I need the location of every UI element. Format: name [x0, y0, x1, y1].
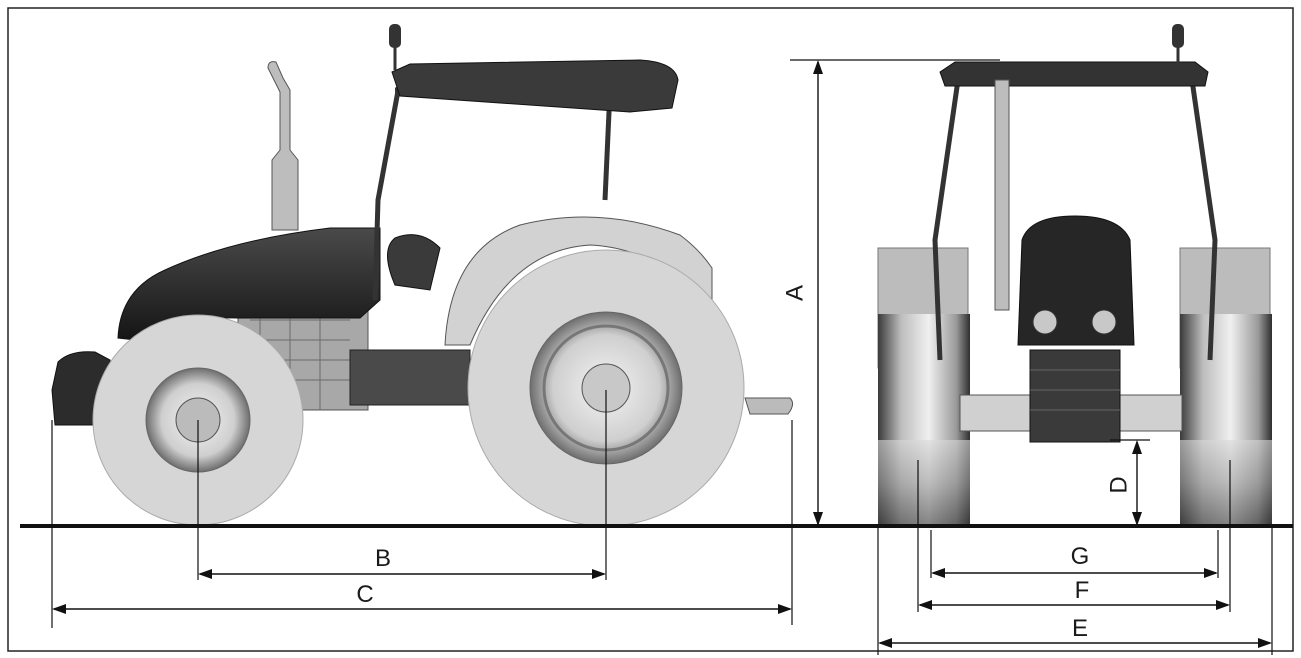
dimension-G: G	[931, 543, 1218, 578]
dimension-B: B	[198, 545, 606, 579]
figure-border	[7, 7, 1294, 652]
front-beacon-light	[1172, 24, 1184, 48]
chassis	[349, 349, 471, 406]
label-A: A	[781, 285, 808, 301]
front-ballast	[1029, 349, 1121, 443]
label-C: C	[356, 581, 373, 608]
label-E: E	[1072, 615, 1088, 642]
front-cab-roof	[939, 61, 1209, 87]
front-cab-frame	[932, 79, 1218, 361]
label-D: D	[1105, 476, 1132, 493]
label-B: B	[375, 545, 391, 572]
beacon-light	[389, 24, 401, 48]
dimension-C: C	[52, 581, 792, 614]
dimension-D: D	[1105, 440, 1142, 526]
extension-lines	[51, 59, 1273, 655]
dimension-F: F	[918, 577, 1230, 610]
rear-fender	[444, 216, 713, 346]
label-G: G	[1071, 543, 1090, 570]
exhaust-pipe	[267, 61, 299, 231]
cab-roof	[391, 59, 679, 113]
tow-hitch	[744, 397, 794, 415]
dimension-A: A	[781, 60, 823, 526]
label-F: F	[1075, 577, 1090, 604]
tractor-side-view	[51, 24, 794, 527]
tractor-front-view	[877, 24, 1272, 526]
dimension-E: E	[878, 615, 1272, 648]
